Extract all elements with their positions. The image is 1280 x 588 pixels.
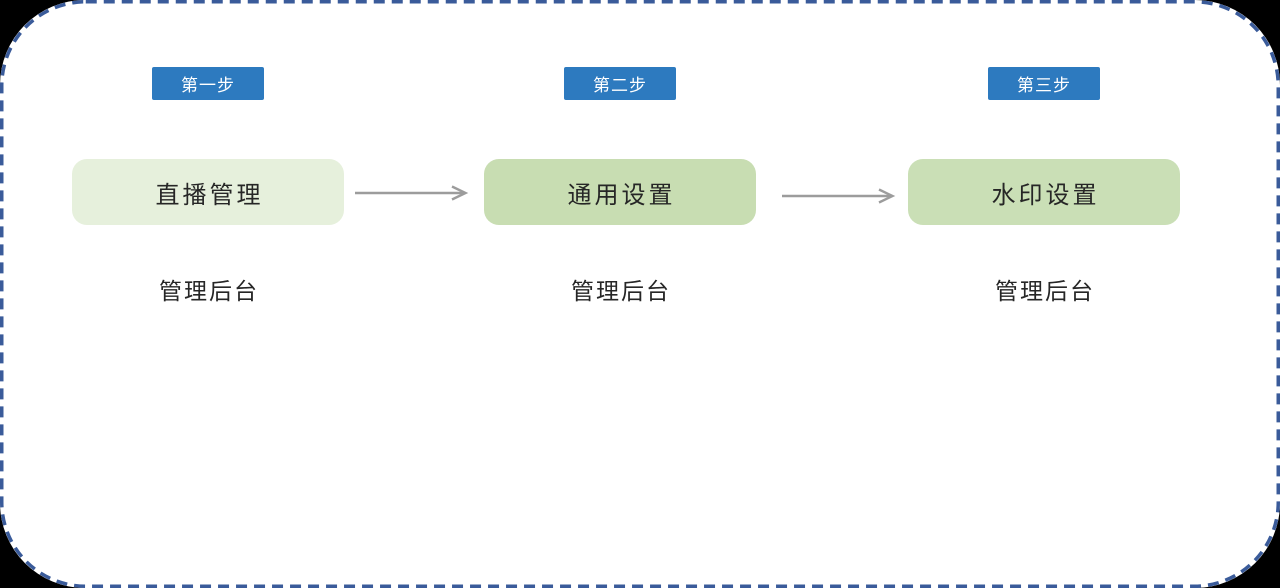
- step-1: 第一步 直播管理 管理后台: [72, 67, 344, 306]
- step-3-caption: 管理后台: [995, 278, 1095, 304]
- step-3-badge: 第三步: [988, 67, 1100, 100]
- arrow-right-icon: [355, 185, 469, 201]
- step-3-box: 水印设置: [908, 159, 1180, 225]
- step-1-badge: 第一步: [152, 67, 264, 100]
- step-3: 第三步 水印设置 管理后台: [908, 67, 1180, 306]
- step-1-box: 直播管理: [72, 159, 344, 225]
- step-2-box: 通用设置: [484, 159, 756, 225]
- step-2: 第二步 通用设置 管理后台: [484, 67, 756, 306]
- step-2-badge: 第二步: [564, 67, 676, 100]
- step-2-caption: 管理后台: [571, 278, 671, 304]
- arrow-right-icon: [782, 188, 896, 204]
- step-1-caption: 管理后台: [159, 278, 259, 304]
